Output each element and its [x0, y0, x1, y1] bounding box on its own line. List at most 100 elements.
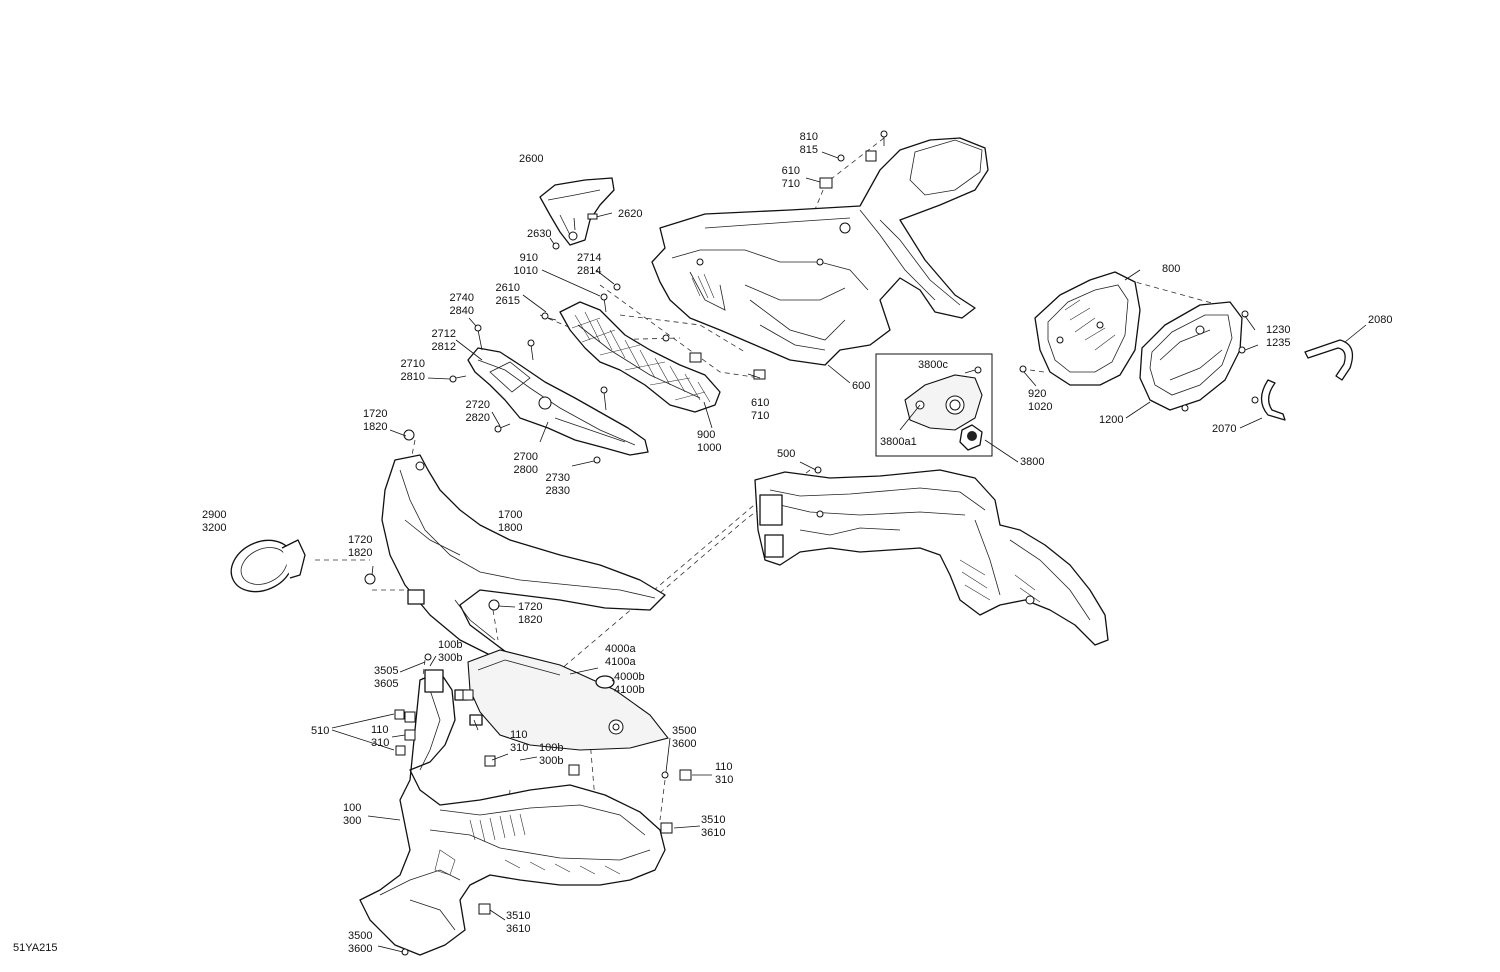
callout-710: 710: [782, 178, 800, 190]
callout-600: 600: [852, 380, 870, 392]
callout-1200: 1200: [1099, 414, 1123, 426]
callout-3610-right: 3610: [701, 827, 725, 839]
callout-900: 900: [697, 429, 715, 441]
callout-2600: 2600: [519, 153, 543, 165]
callout-810: 810: [800, 131, 818, 143]
callout-1000: 1000: [697, 442, 721, 454]
svg-text:610: 610: [782, 165, 800, 177]
callout-300b-bot: 300b: [539, 755, 563, 767]
part-2080-arc: [1304, 339, 1354, 381]
callout-3200: 3200: [202, 522, 226, 534]
callout-4100a: 4100a: [605, 656, 636, 668]
callout-1700: 1700: [498, 509, 522, 521]
part-100-lower-body: [359, 669, 666, 956]
callout-1820-c: 1820: [518, 614, 542, 626]
svg-text:815: 815: [800, 144, 818, 156]
callout-2840: 2840: [450, 305, 474, 317]
callout-815: 815: [800, 144, 818, 156]
callout-110-left: 110: [371, 724, 389, 736]
part-2070-arc: [1260, 379, 1286, 421]
callout-2710: 2710: [401, 358, 425, 370]
callout-2810: 2810: [401, 371, 425, 383]
callout-710-mid: 710: [751, 410, 769, 422]
callout-300b-top: 300b: [438, 652, 462, 664]
callout-110-mid: 110: [510, 729, 528, 741]
callout-2610: 2610: [496, 282, 520, 294]
callout-3610-bot: 3610: [506, 923, 530, 935]
callout-610: 610: [782, 165, 800, 177]
callout-2070: 2070: [1212, 423, 1236, 435]
part-1700-side-panel: [381, 454, 666, 656]
callout-2820: 2820: [466, 412, 490, 424]
callout-3505: 3505: [374, 665, 398, 677]
callout-100: 100: [343, 802, 361, 814]
callout-1010: 1010: [514, 265, 538, 277]
part-800-gauge-housing: [1034, 271, 1141, 386]
leader-lines: [331, 151, 1367, 953]
callout-300: 300: [343, 815, 361, 827]
callout-1020: 1020: [1028, 401, 1052, 413]
callout-1820-a: 1820: [363, 421, 387, 433]
callout-510: 510: [311, 725, 329, 737]
callout-1820-b: 1820: [348, 547, 372, 559]
part-3800-inset: [875, 353, 993, 457]
callout-2714: 2714: [577, 252, 601, 264]
callout-310-mid: 310: [510, 742, 528, 754]
callout-2620: 2620: [618, 208, 642, 220]
callout-1235: 1235: [1266, 337, 1290, 349]
svg-text:810: 810: [800, 131, 818, 143]
callout-1720-c: 1720: [518, 601, 542, 613]
callout-2720: 2720: [466, 399, 490, 411]
part-2610-lattice-panel: [559, 301, 721, 413]
callout-2700: 2700: [514, 451, 538, 463]
callout-4000a: 4000a: [605, 643, 636, 655]
callout-1720-b: 1720: [348, 534, 372, 546]
callout-4000b: 4000b: [614, 671, 645, 683]
callout-3600-right: 3600: [672, 738, 696, 750]
part-4000a-cover: [467, 649, 669, 751]
callout-310-right: 310: [715, 774, 733, 786]
callout-1230: 1230: [1266, 324, 1290, 336]
callout-3605: 3605: [374, 678, 398, 690]
callout-2814: 2814: [577, 265, 601, 277]
callout-910: 910: [520, 252, 538, 264]
callout-3500-right: 3500: [672, 725, 696, 737]
part-1200-gauge-bezel: [1139, 301, 1243, 412]
callout-2900: 2900: [202, 509, 226, 521]
callout-110-right: 110: [715, 761, 733, 773]
callout-2830: 2830: [546, 485, 570, 497]
part-600-upper-console: [651, 137, 989, 366]
callout-1800: 1800: [498, 522, 522, 534]
callout-800: 800: [1162, 263, 1180, 275]
callout-3500-bot: 3500: [348, 930, 372, 942]
figure-code: 51YA215: [13, 942, 57, 954]
callout-3510-right: 3510: [701, 814, 725, 826]
callout-3800: 3800: [1020, 456, 1044, 468]
part-2700-lower-arm: [467, 347, 649, 456]
callout-2080: 2080: [1368, 314, 1392, 326]
callout-2730: 2730: [546, 472, 570, 484]
callout-610-mid: 610: [751, 397, 769, 409]
callout-3600-bot: 3600: [348, 943, 372, 955]
callout-3510-bot: 3510: [506, 910, 530, 922]
callout-2800: 2800: [514, 464, 538, 476]
callout-2615: 2615: [496, 295, 520, 307]
callout-100b-bot: 100b: [539, 742, 563, 754]
callout-labels: 810 815 610 710 2600 2620 2630 910 1010 …: [13, 131, 1392, 955]
callout-2812: 2812: [432, 341, 456, 353]
callout-3800a1: 3800a1: [880, 436, 917, 448]
svg-text:710: 710: [782, 178, 800, 190]
part-2900-mirror: [230, 539, 306, 593]
callout-500: 500: [777, 448, 795, 460]
callout-4100b: 4100b: [614, 684, 645, 696]
callout-100b-top: 100b: [438, 639, 462, 651]
callout-3800c: 3800c: [918, 359, 948, 371]
callout-2712: 2712: [432, 328, 456, 340]
part-2600-bracket: [539, 177, 615, 250]
callout-920: 920: [1028, 388, 1046, 400]
part-500-frame: [754, 469, 1109, 646]
callout-2630: 2630: [527, 228, 551, 240]
callout-310-left: 310: [371, 737, 389, 749]
callout-1720-a: 1720: [363, 408, 387, 420]
